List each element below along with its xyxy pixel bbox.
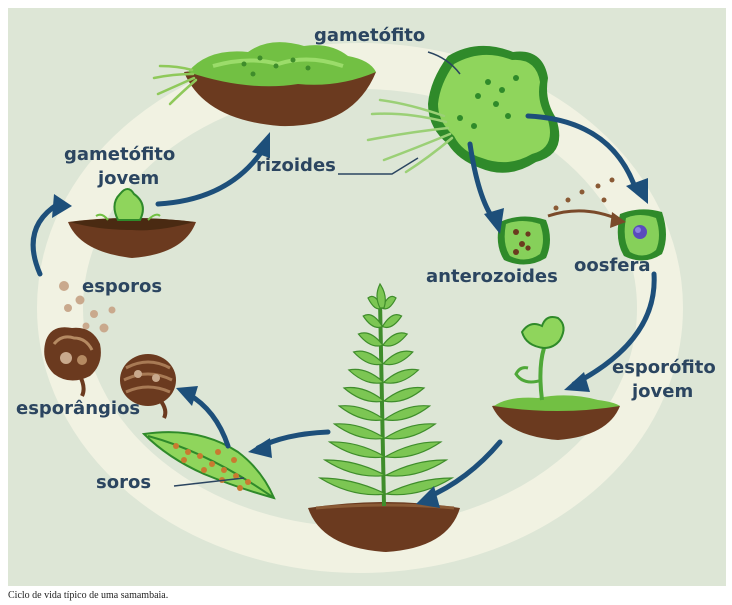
fern-leaflet bbox=[327, 441, 388, 459]
fern-leaflet bbox=[381, 295, 397, 310]
leader-gametofito bbox=[427, 51, 461, 75]
fern-life-cycle-diagram: gametófito rizoides gametófito jovem ant… bbox=[8, 8, 726, 586]
fern-leaflet bbox=[383, 459, 449, 477]
leaf-with-sori bbox=[141, 431, 276, 500]
fern-leaflet bbox=[342, 386, 386, 403]
young-gametophyte-on-soil bbox=[68, 188, 196, 258]
fern-leaflet bbox=[382, 368, 420, 384]
sporangium-closed bbox=[120, 354, 176, 419]
figure-caption: Ciclo de vida típico de uma samambaia. bbox=[8, 590, 169, 601]
fern-leaflet bbox=[383, 477, 455, 496]
fern-leaflet bbox=[357, 332, 384, 347]
label-oosfera: oosfera bbox=[574, 255, 651, 276]
fern-leaflet bbox=[332, 423, 387, 440]
label-esporofito-jovem-line1: esporófito bbox=[612, 357, 716, 378]
fern-leaflet bbox=[381, 314, 403, 329]
label-esporos: esporos bbox=[82, 276, 162, 297]
antheridium bbox=[497, 216, 550, 265]
fern-tip bbox=[376, 282, 386, 309]
fern-leaflet bbox=[383, 441, 443, 459]
leader-rizoides bbox=[338, 157, 419, 175]
label-anterozoides: anterozoides bbox=[426, 266, 558, 287]
arrow-spores-to-young bbox=[30, 201, 61, 277]
fern-leaflet bbox=[322, 459, 388, 477]
arrow-to-young-sporophyte bbox=[571, 271, 657, 387]
mature-gametophyte-on-soil bbox=[152, 42, 376, 127]
fern-leaflet bbox=[382, 386, 426, 403]
label-gametofito: gametófito bbox=[314, 25, 425, 46]
sporangium-open bbox=[44, 327, 101, 397]
fern-leaflet bbox=[382, 350, 414, 366]
leader-soros bbox=[173, 477, 245, 487]
fern-leaflet bbox=[352, 350, 385, 366]
fern-leaflet bbox=[317, 477, 389, 496]
mature-fern-sporophyte bbox=[308, 282, 460, 552]
sperm-dots bbox=[553, 177, 615, 211]
diagram-background bbox=[8, 8, 726, 586]
fern-leaflet bbox=[362, 314, 384, 329]
archegonium bbox=[617, 209, 666, 261]
spores bbox=[59, 281, 116, 333]
fern-leaflet bbox=[381, 332, 409, 347]
fern-leaflet bbox=[337, 405, 386, 421]
fern-leaflet bbox=[347, 368, 385, 384]
label-soros: soros bbox=[96, 472, 151, 493]
arrow-to-archegonium bbox=[525, 113, 639, 193]
label-rizoides: rizoides bbox=[256, 155, 336, 176]
gametophyte-prothallus bbox=[366, 45, 560, 174]
label-gametofito-jovem-line2: jovem bbox=[97, 168, 159, 189]
arrow-young-to-gametophyte bbox=[155, 151, 263, 207]
fern-leaflet bbox=[382, 405, 432, 421]
fern-leaflet bbox=[383, 423, 437, 440]
label-gametofito-jovem-line1: gametófito bbox=[64, 144, 175, 165]
label-esporofito-jovem-line2: jovem bbox=[631, 381, 693, 402]
label-esporangios: esporângios bbox=[16, 398, 140, 419]
young-sporophyte-on-soil bbox=[492, 316, 620, 440]
